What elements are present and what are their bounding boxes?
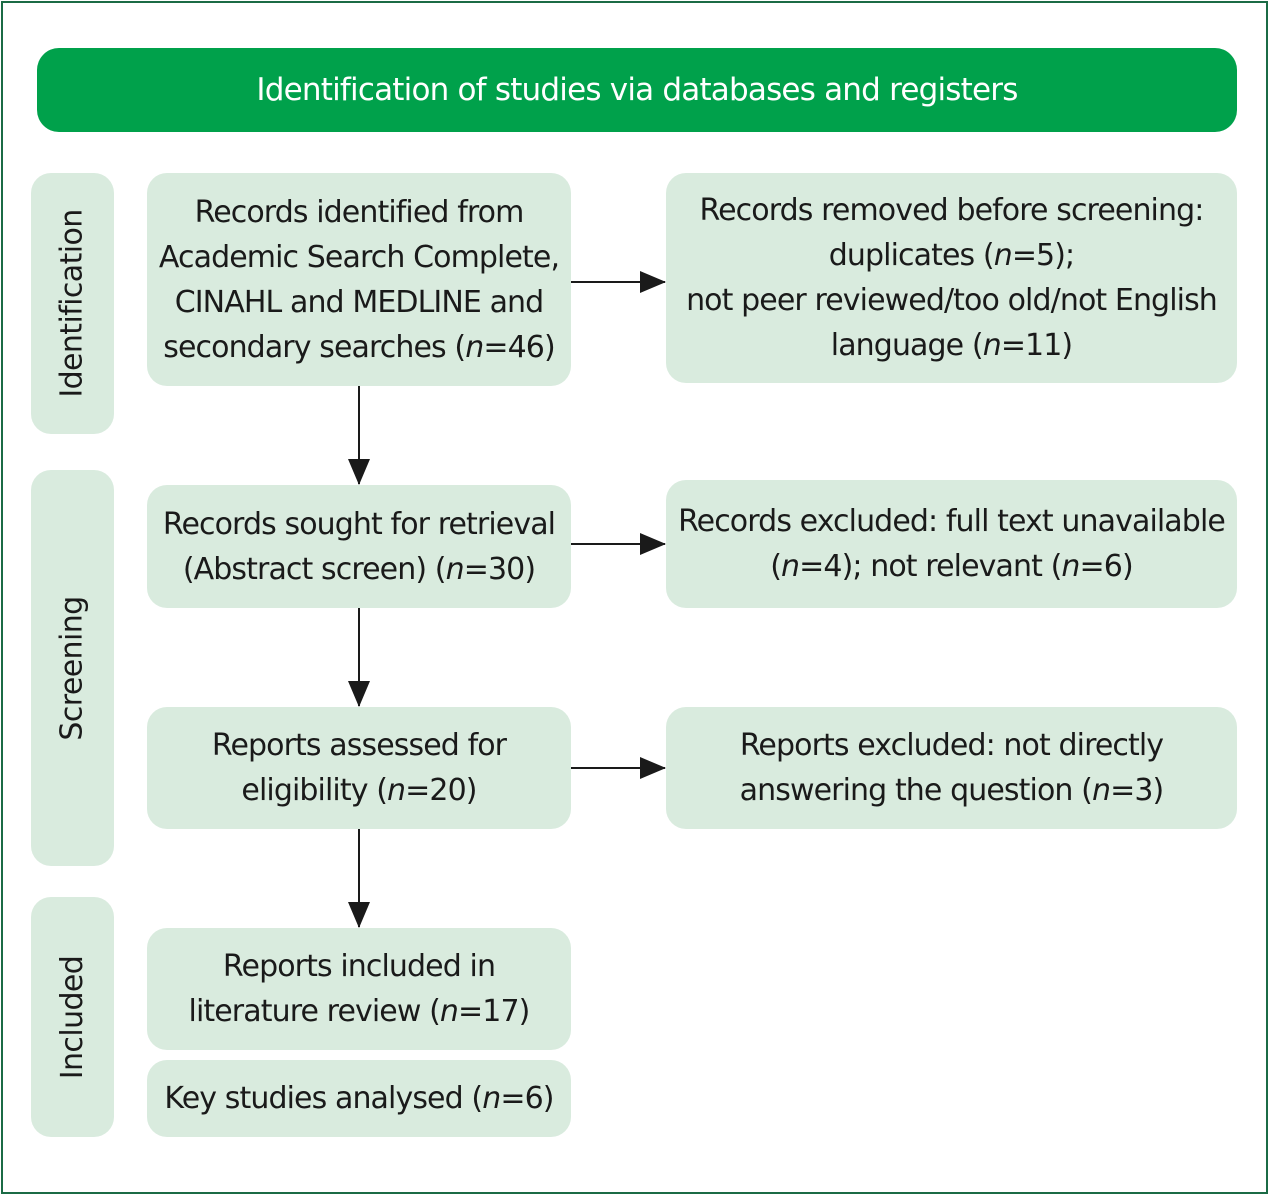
records-removed-box: Records removed before screening: duplic…	[666, 173, 1237, 383]
reports-included-box: Reports included in literature review (n…	[147, 928, 571, 1050]
records-sought-box: Records sought for retrieval (Abstract s…	[147, 485, 571, 608]
reports-excluded-line2: answering the question (n=3)	[739, 773, 1165, 808]
records-identified-box: Records identified from Academic Search …	[147, 173, 571, 386]
phase-screening: Screening	[31, 470, 114, 866]
records-removed-line3: not peer reviewed/too old/not English	[686, 283, 1218, 318]
records-removed-line1: Records removed before screening:	[699, 193, 1205, 228]
phase-identification: Identification	[31, 173, 114, 434]
reports-excluded-line1: Reports excluded: not directly	[739, 728, 1164, 763]
records-identified-line2: Academic Search Complete,	[158, 239, 560, 275]
records-removed-line2: duplicates (n=5);	[828, 238, 1075, 273]
key-studies-line1: Key studies analysed (n=6)	[164, 1081, 554, 1116]
reports-assessed-line2: eligibility (n=20)	[241, 773, 477, 808]
header-banner: Identification of studies via databases …	[37, 48, 1237, 132]
reports-included-line1: Reports included in	[222, 949, 496, 984]
key-studies-box: Key studies analysed (n=6)	[147, 1060, 571, 1137]
reports-assessed-line1: Reports assessed for	[211, 728, 507, 763]
reports-included-line2: literature review (n=17)	[188, 994, 531, 1029]
records-excluded-box: Records excluded: full text unavailable …	[666, 480, 1237, 608]
phase-included: Included	[31, 897, 114, 1137]
header-title: Identification of studies via databases …	[256, 72, 1018, 108]
records-excluded-line1: Records excluded: full text unavailable	[678, 504, 1226, 539]
records-identified-line3: CINAHL and MEDLINE and	[174, 284, 545, 320]
reports-excluded-box: Reports excluded: not directly answering…	[666, 707, 1237, 829]
records-sought-line2: (Abstract screen) (n=30)	[182, 551, 536, 587]
reports-assessed-box: Reports assessed for eligibility (n=20)	[147, 707, 571, 829]
records-excluded-line2: (n=4); not relevant (n=6)	[770, 549, 1133, 584]
records-identified-line1: Records identified from	[194, 194, 525, 230]
records-identified-line4: secondary searches (n=46)	[163, 329, 555, 365]
records-sought-line1: Records sought for retrieval	[162, 506, 556, 542]
records-removed-line4: language (n=11)	[830, 328, 1073, 363]
